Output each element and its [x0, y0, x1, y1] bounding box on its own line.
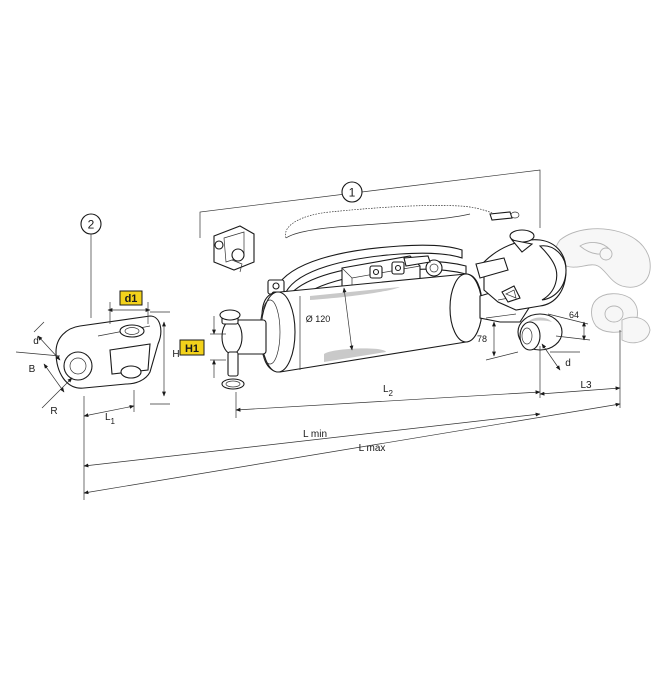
label-78: 78 [477, 334, 487, 344]
dim-64: 64 [547, 310, 591, 341]
dim-r: R [41, 377, 73, 417]
label-d-left: d [33, 336, 39, 347]
callout-1-bracket [199, 169, 541, 238]
dim-lmax: L max [83, 402, 621, 500]
label-l2-sub: 2 [389, 389, 394, 398]
dim-h1: H1 [179, 316, 226, 378]
dim-l1: L1 [83, 390, 135, 426]
label-r: R [50, 406, 57, 417]
clevis-yoke [55, 315, 162, 389]
label-h: H [172, 349, 179, 360]
dim-b: B [15, 351, 65, 393]
dim-lmin: L min [83, 412, 541, 480]
dim-d-right: d [541, 343, 580, 371]
callout-1-text: 1 [349, 186, 356, 200]
label-l1: L1 [105, 412, 116, 426]
dim-d1: d1 [107, 290, 151, 324]
label-lmax: L max [359, 443, 386, 454]
label-l3: L3 [580, 380, 592, 391]
hydraulic-hoses [267, 244, 467, 305]
hydraulic-cylinder-body [259, 273, 483, 373]
label-diameter: Ø 120 [306, 314, 331, 324]
piston-rod-end [219, 309, 267, 390]
label-64: 64 [569, 310, 579, 320]
label-l2: L2 [383, 384, 394, 398]
callout-1: 1 [341, 181, 363, 203]
dim-l3: L3 [539, 330, 621, 408]
dim-78: 78 [477, 313, 519, 361]
label-lmin: L min [303, 429, 327, 440]
spring-clip [213, 225, 255, 273]
ball-joint [517, 313, 563, 351]
lanyard-chain [285, 205, 520, 239]
dim-diameter: Ø 120 [306, 287, 354, 351]
label-b: B [29, 364, 36, 375]
label-l1-sub: 1 [111, 417, 116, 426]
label-l2-main: L [383, 384, 389, 395]
label-d-right: d [565, 358, 571, 369]
tag-h1: H1 [185, 343, 199, 355]
hook-end-assembly [475, 229, 567, 323]
callout-2-text: 2 [88, 218, 95, 232]
tractor-bracket-ghost [555, 228, 651, 344]
tag-d1: d1 [125, 293, 138, 305]
callout-2: 2 [80, 213, 102, 318]
